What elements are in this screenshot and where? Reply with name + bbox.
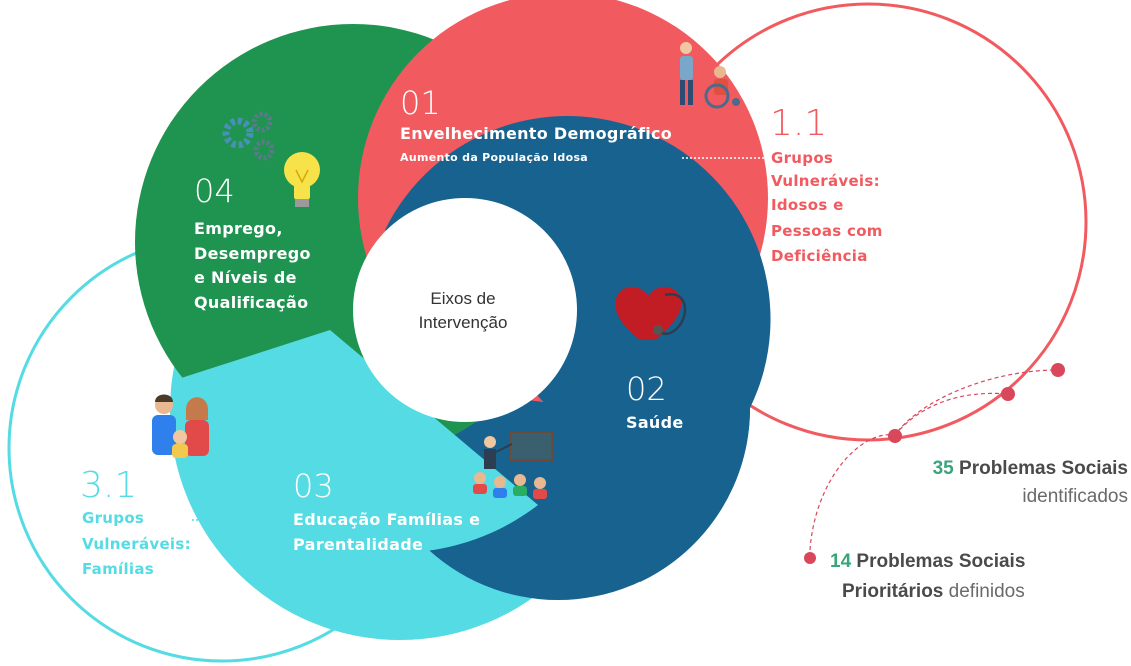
lightbulb-icon (284, 152, 320, 207)
stat-priority-count: 14 (830, 551, 852, 572)
axis-01-subtitle: Aumento da População Idosa (400, 151, 588, 164)
center-label-line1: Eixos de (430, 289, 495, 308)
heart-stethoscope-icon (615, 286, 687, 340)
dot-4 (804, 552, 816, 564)
group-31-line3: Famílias (82, 560, 154, 578)
center-circle (353, 198, 577, 422)
dot-1 (1051, 363, 1065, 377)
group-11-line1: Grupos (771, 149, 833, 167)
elderly-wheelchair-icon (680, 42, 740, 109)
gears-icon (222, 111, 275, 161)
stat-identified-sub: identificados (1022, 486, 1128, 507)
axis-04-line3: e Níveis de (194, 268, 297, 287)
group-31-line1: Grupos (82, 509, 144, 527)
axis-04-line2: Desemprego (194, 244, 311, 263)
stat-priority-label: Problemas Sociais (856, 551, 1026, 572)
stat-priority-sub: definidos (948, 581, 1025, 602)
center-label-line2: Intervenção (419, 313, 508, 332)
group-11-line2: Vulneráveis: (771, 172, 880, 190)
axis-04-line4: Qualificação (194, 293, 308, 312)
axis-01-title: Envelhecimento Demográfico (400, 124, 672, 143)
teacher-classroom-icon (473, 431, 553, 499)
axis-04-line1: Emprego, (194, 219, 283, 238)
axis-01-number: 01 (400, 84, 441, 122)
group-11-line5: Deficiência (771, 247, 868, 265)
group-31-number: 3.1 (80, 465, 137, 506)
stat-priority-sub-bold: Prioritários (842, 581, 944, 602)
cyan-swirl (175, 330, 538, 553)
group-31-line2: Vulneráveis: (82, 535, 191, 553)
axis-03-line2: Parentalidade (293, 535, 423, 554)
dot-3 (888, 429, 902, 443)
dot-2 (1001, 387, 1015, 401)
axis-04-number: 04 (194, 172, 235, 210)
axis-03-number: 03 (293, 467, 334, 505)
axis-02-number: 02 (626, 370, 667, 408)
stat-identified-problems: 35 Problemas Sociais identificados (828, 458, 1128, 508)
stat-identified-count: 35 (932, 458, 954, 479)
group-11-line4: Pessoas com (771, 222, 883, 240)
group-11-number: 1.1 (770, 103, 827, 144)
dashed-arc-2 (894, 392, 1009, 436)
stat-priority-problems: 14 Problemas Sociais Prioritários defini… (830, 551, 1100, 603)
axis-03-line1: Educação Famílias e (293, 510, 480, 529)
family-icon (152, 394, 209, 458)
group-11-line3: Idosos e (771, 196, 844, 214)
axis-02-title: Saúde (626, 413, 684, 432)
stat-identified-label: Problemas Sociais (959, 458, 1128, 479)
